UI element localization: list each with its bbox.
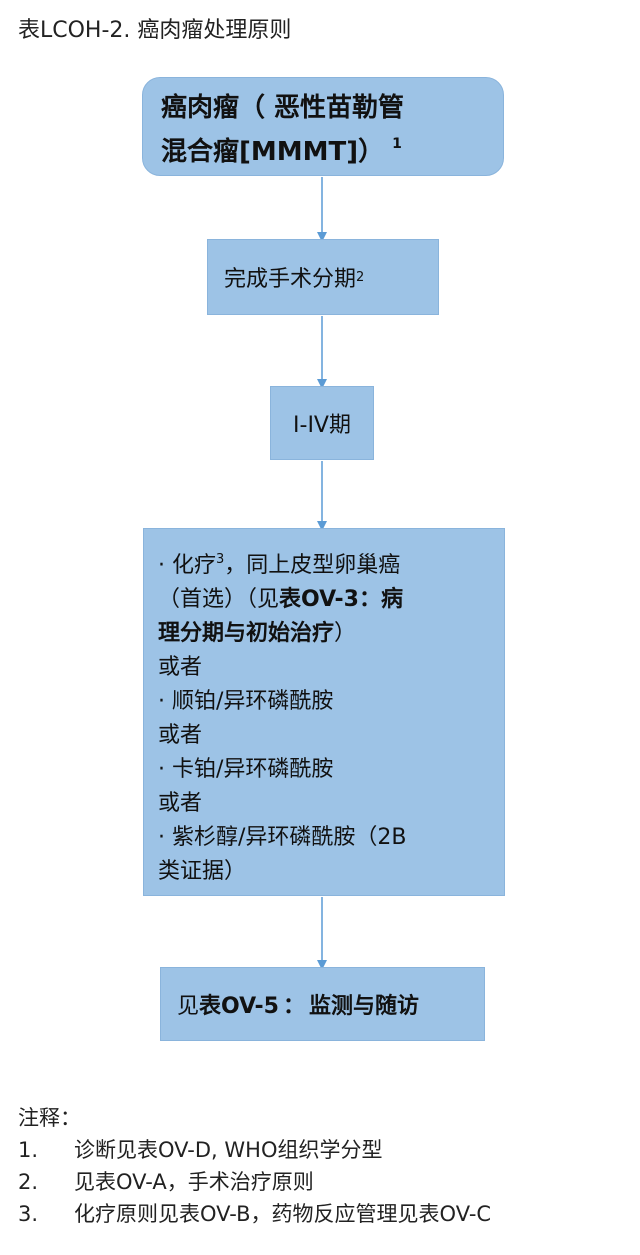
box-treatment-options: · 化疗3，同上皮型卵巢癌 （首选）（见表OV-3：病 理分期与初始治疗） 或者…	[143, 528, 505, 896]
note-number: 2.	[18, 1170, 39, 1194]
box-carcinosarcoma: 癌肉瘤（ 恶性苗勒管 混合瘤[MMMT]） 1	[142, 77, 504, 176]
note-item: 3. 化疗原则见表OV-B，药物反应管理见表OV-C	[18, 1198, 628, 1230]
box5-ref: 表OV-5	[199, 994, 279, 1019]
option-chemo-preferred: （首选）（见	[158, 587, 280, 612]
note-number: 3.	[18, 1202, 39, 1226]
box1-footnote: 1	[392, 136, 402, 152]
box-stage: I-IV期	[270, 386, 374, 460]
note-text: 诊断见表OV-D, WHO组织学分型	[74, 1138, 383, 1162]
page-title: 表LCOH-2. 癌肉瘤处理原则	[18, 18, 292, 43]
or-separator-3: 或者	[158, 791, 203, 816]
box5-prefix: 见	[177, 994, 200, 1019]
box5-rest: 监测与随访	[309, 994, 420, 1019]
box-follow-up: 见表OV-5：监测与随访	[160, 967, 485, 1041]
option-chemo-ref: 表OV-3：病	[279, 587, 403, 612]
option-chemo-rest: ，同上皮型卵巢癌	[224, 553, 401, 578]
option-chemo-line3: 理分期与初始治疗）	[158, 617, 490, 651]
option-chemo: · 化疗3，同上皮型卵巢癌	[158, 543, 490, 583]
option-paclitaxel: · 紫杉醇/异环磷酰胺（2B	[158, 825, 407, 850]
box1-line2-wrap: 混合瘤[MMMT]） 1	[161, 126, 485, 170]
box2-text: 完成手术分期	[224, 267, 357, 292]
box1-line1: 癌肉瘤（ 恶性苗勒管	[161, 93, 405, 123]
note-text: 化疗原则见表OV-B，药物反应管理见表OV-C	[74, 1202, 492, 1226]
option-chemo-footnote: 3	[216, 552, 225, 567]
box2-footnote: 2	[356, 269, 365, 285]
box1-line2: 混合瘤[MMMT]）	[161, 137, 385, 167]
option-carboplatin: · 卡铂/异环磷酰胺	[158, 757, 334, 782]
option-paclitaxel-cont: 类证据）	[158, 859, 247, 884]
notes: 注释： 1. 诊断见表OV-D, WHO组织学分型 2. 见表OV-A，手术治疗原则…	[18, 1102, 628, 1230]
note-item: 2. 见表OV-A，手术治疗原则	[18, 1166, 628, 1198]
note-number: 1.	[18, 1138, 39, 1162]
option-chemo-line2: （首选）（见表OV-3：病	[158, 583, 490, 617]
option-chemo-label: · 化疗	[158, 553, 216, 578]
notes-heading: 注释：	[18, 1106, 81, 1130]
option-cisplatin: · 顺铂/异环磷酰胺	[158, 689, 334, 714]
or-separator-2: 或者	[158, 723, 203, 748]
box3-text: I-IV期	[293, 413, 351, 438]
option-chemo-ref-cont: 理分期与初始治疗	[158, 621, 335, 646]
or-separator-1: 或者	[158, 655, 203, 680]
option-chemo-close: ）	[334, 621, 357, 646]
note-text: 见表OV-A，手术治疗原则	[74, 1170, 314, 1194]
box5-colon: ：	[283, 994, 306, 1019]
note-item: 1. 诊断见表OV-D, WHO组织学分型	[18, 1134, 628, 1166]
